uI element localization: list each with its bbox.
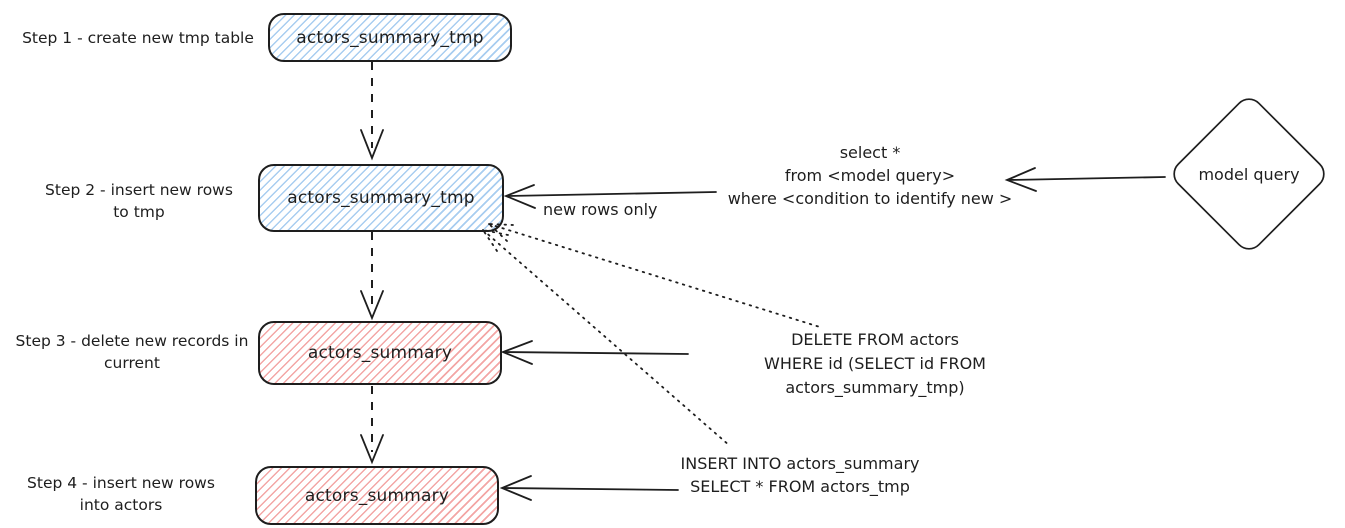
arrowhead-down-icon <box>360 434 384 465</box>
arrow-delete-sql-to-step3 <box>500 340 689 365</box>
step3-label: Step 3 - delete new records in current <box>15 332 249 372</box>
step3-node-label: actors_summary <box>307 343 453 363</box>
step3-node: actors_summary <box>258 321 502 385</box>
dotted-line <box>488 223 824 329</box>
connector-step2-to-step3 <box>360 232 384 321</box>
arrowhead-left-icon <box>500 340 533 365</box>
arrow-line <box>503 351 689 355</box>
model-query-label: model query <box>1198 165 1300 184</box>
arrowhead-left-icon <box>503 184 536 209</box>
arrowhead-down-icon <box>360 290 384 321</box>
arrowhead-down-icon <box>360 129 384 161</box>
step2-node: actors_summary_tmp <box>258 164 504 232</box>
arrow-line <box>506 191 717 197</box>
connector-step3-to-step4 <box>360 386 384 465</box>
arrow-line <box>1007 176 1166 181</box>
dotted-arrowhead-icon <box>482 229 509 252</box>
step2-label: Step 2 - insert new rows to tmp <box>45 181 233 221</box>
model-query-sql-text: select * from <model query> where <condi… <box>727 143 1013 208</box>
dotted-link-step2-to-delete-sql <box>488 223 824 329</box>
step1-node-label: actors_summary_tmp <box>296 27 484 48</box>
step1-label: Step 1 - create new tmp table <box>22 29 254 47</box>
step1-node: actors_summary_tmp <box>268 13 512 62</box>
connector-step1-to-step2 <box>360 62 384 161</box>
step4-node: actors_summary <box>255 466 499 525</box>
arrowhead-left-icon <box>499 475 532 501</box>
step2-node-label: actors_summary_tmp <box>287 188 475 208</box>
step4-label: Step 4 - insert new rows into actors <box>27 474 215 514</box>
arrow-model-query-to-sql <box>1004 167 1166 192</box>
delete-sql-text: DELETE FROM actors WHERE id (SELECT id F… <box>764 330 986 397</box>
insert-sql-text: INSERT INTO actors_summary SELECT * FROM… <box>680 454 920 496</box>
step4-node-label: actors_summary <box>304 485 450 506</box>
new-rows-only-label: new rows only <box>543 200 658 219</box>
